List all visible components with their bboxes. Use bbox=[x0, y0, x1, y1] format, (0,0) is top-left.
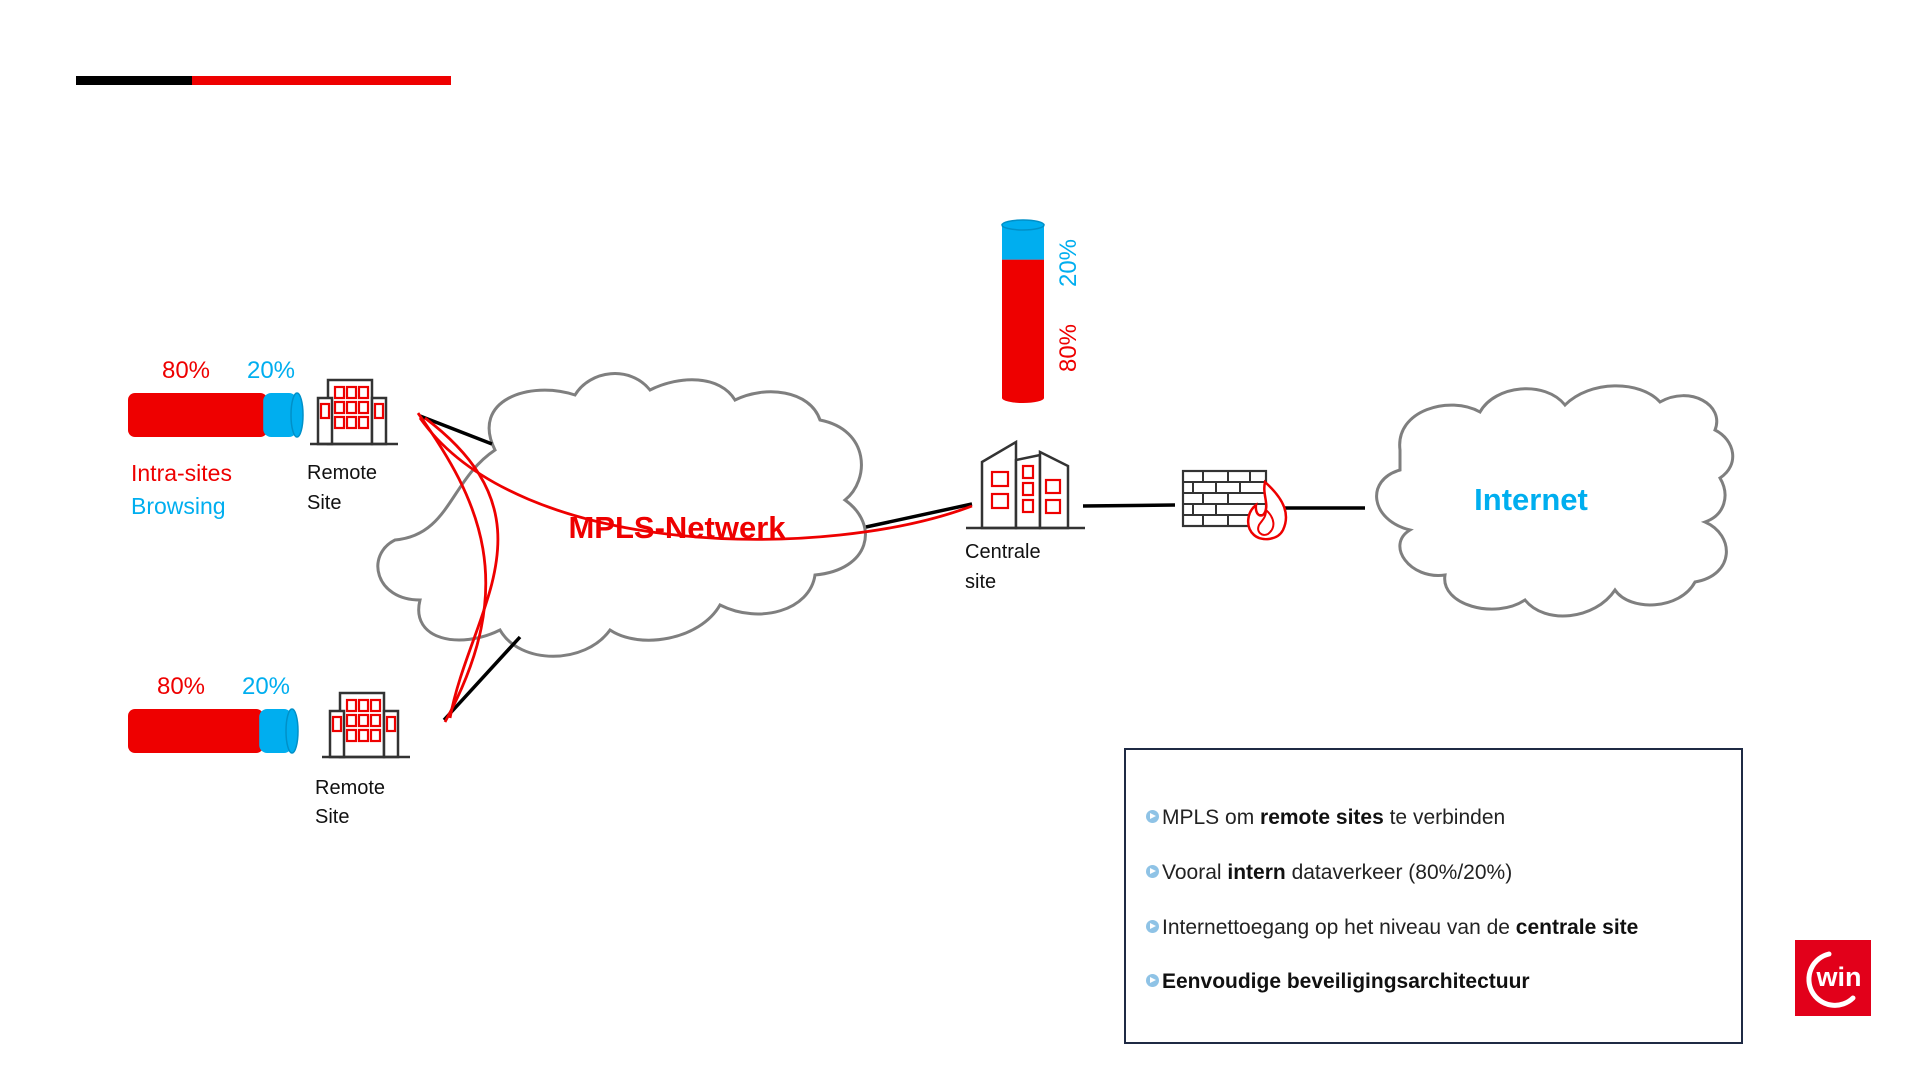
arrow-bullet-icon bbox=[1146, 865, 1159, 878]
remote-site-1-traffic-bar bbox=[128, 392, 304, 438]
legend-intra-sites: Intra-sites bbox=[131, 460, 232, 486]
info-bullet-text: Eenvoudige beveiligingsarchitectuur bbox=[1162, 970, 1530, 993]
internet-cloud bbox=[1375, 384, 1735, 618]
black-links bbox=[419, 414, 1365, 722]
info-bullet-4: Eenvoudige beveiligingsarchitectuur bbox=[1146, 970, 1530, 994]
arrow-bullet-icon bbox=[1146, 920, 1159, 933]
central-site-pct-intra: 80% bbox=[1055, 324, 1082, 372]
win-logo-text: win bbox=[1816, 962, 1862, 992]
arrow-bullet-icon bbox=[1146, 974, 1159, 987]
info-bullet-text: Internettoegang op het niveau van de bbox=[1162, 916, 1516, 939]
info-bullet-text: remote sites bbox=[1260, 806, 1384, 829]
central-site-pct-browsing: 20% bbox=[1055, 239, 1082, 287]
remote-site-2-pct-browsing: 20% bbox=[242, 673, 290, 700]
remote-site-2-browsing-segment bbox=[259, 709, 292, 753]
central-site-label-line1: Centrale bbox=[965, 541, 1041, 563]
remote-site-1-intra-segment bbox=[128, 393, 268, 437]
remote-site-1-label-line1: Remote bbox=[307, 462, 377, 484]
remote-site-2-traffic-bar bbox=[128, 708, 299, 754]
remote-site-2-bar-cap bbox=[285, 708, 299, 754]
info-bullet-text: dataverkeer (80%/20%) bbox=[1285, 861, 1513, 884]
info-bullet-2: Vooral intern dataverkeer (80%/20%) bbox=[1146, 861, 1512, 885]
info-bullet-text: intern bbox=[1227, 861, 1286, 884]
remote-site-2-pct-intra: 80% bbox=[157, 673, 205, 700]
info-bullet-1: MPLS om remote sites te verbinden bbox=[1146, 806, 1505, 830]
info-bullet-text: centrale site bbox=[1515, 916, 1639, 939]
central-site-building-icon bbox=[966, 439, 1085, 530]
info-bullet-text: MPLS om bbox=[1162, 806, 1261, 829]
info-bullet-3: Internettoegang op het niveau van de cen… bbox=[1146, 916, 1638, 940]
red-traffic-paths bbox=[416, 412, 973, 723]
firewall-icon bbox=[1181, 469, 1288, 541]
central-site-browsing-segment bbox=[1002, 225, 1044, 260]
remote-site-1-browsing-segment bbox=[263, 393, 297, 437]
legend-browsing: Browsing bbox=[131, 493, 226, 519]
info-bullet-text: te verbinden bbox=[1383, 806, 1506, 829]
mpls-cloud bbox=[376, 372, 867, 658]
remote-site-2-label-line1: Remote bbox=[315, 777, 385, 799]
central-site-intra-segment bbox=[1002, 259, 1044, 398]
remote-site-1-bar-cap bbox=[290, 392, 304, 438]
title-accent-bar bbox=[76, 76, 451, 85]
win-logo: win bbox=[1795, 940, 1871, 1016]
central-site-bar-bottom bbox=[1002, 393, 1044, 403]
central-site-label-line2: site bbox=[965, 571, 996, 593]
remote-site-1-label-line2: Site bbox=[307, 492, 341, 514]
remote-site-1-pct-intra: 80% bbox=[162, 357, 210, 384]
remote-site-1-pct-browsing: 20% bbox=[247, 357, 295, 384]
remote-site-2-label-line2: Site bbox=[315, 806, 349, 828]
internet-cloud-label: Internet bbox=[1474, 482, 1588, 517]
info-bullet-text: Vooral bbox=[1162, 861, 1228, 884]
central-site-traffic-bar bbox=[1001, 219, 1045, 403]
arrow-bullet-icon bbox=[1146, 810, 1159, 823]
remote-site-1-building-icon bbox=[308, 378, 400, 446]
remote-site-2-intra-segment bbox=[128, 709, 264, 753]
remote-site-2-building-icon bbox=[320, 691, 412, 759]
central-site-bar-cap bbox=[1001, 219, 1045, 231]
